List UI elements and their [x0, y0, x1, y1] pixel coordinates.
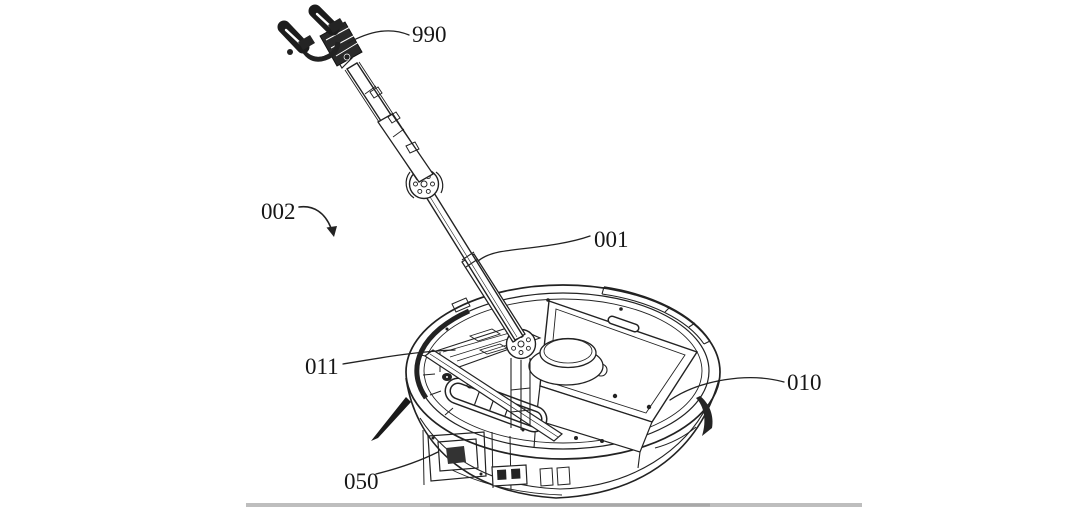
ref-label-002: 002 — [261, 199, 296, 224]
ref-label-001: 001 — [594, 227, 629, 252]
leader-line-050 — [375, 451, 439, 475]
gripper — [277, 4, 363, 69]
ground-line — [246, 503, 862, 507]
interior-mechanism — [423, 298, 652, 443]
side-wall-module — [422, 429, 571, 491]
leader-arrowhead-002 — [326, 226, 337, 237]
ref-label-050: 050 — [344, 469, 379, 494]
robot-arm — [344, 61, 537, 360]
leader-arrow-002 — [298, 205, 332, 229]
interior-panel — [533, 300, 699, 469]
lidar-turret — [528, 337, 604, 386]
ref-label-010: 010 — [787, 370, 822, 395]
ref-label-011: 011 — [305, 354, 339, 379]
leader-line-990 — [347, 30, 410, 44]
ref-label-990: 990 — [412, 22, 447, 47]
leader-line-011 — [342, 349, 456, 365]
leader-line-010 — [669, 377, 785, 401]
side-brush-spike — [371, 397, 411, 441]
callouts: 990 002 001 011 010 050 — [261, 22, 822, 494]
leader-line-001 — [477, 235, 591, 262]
